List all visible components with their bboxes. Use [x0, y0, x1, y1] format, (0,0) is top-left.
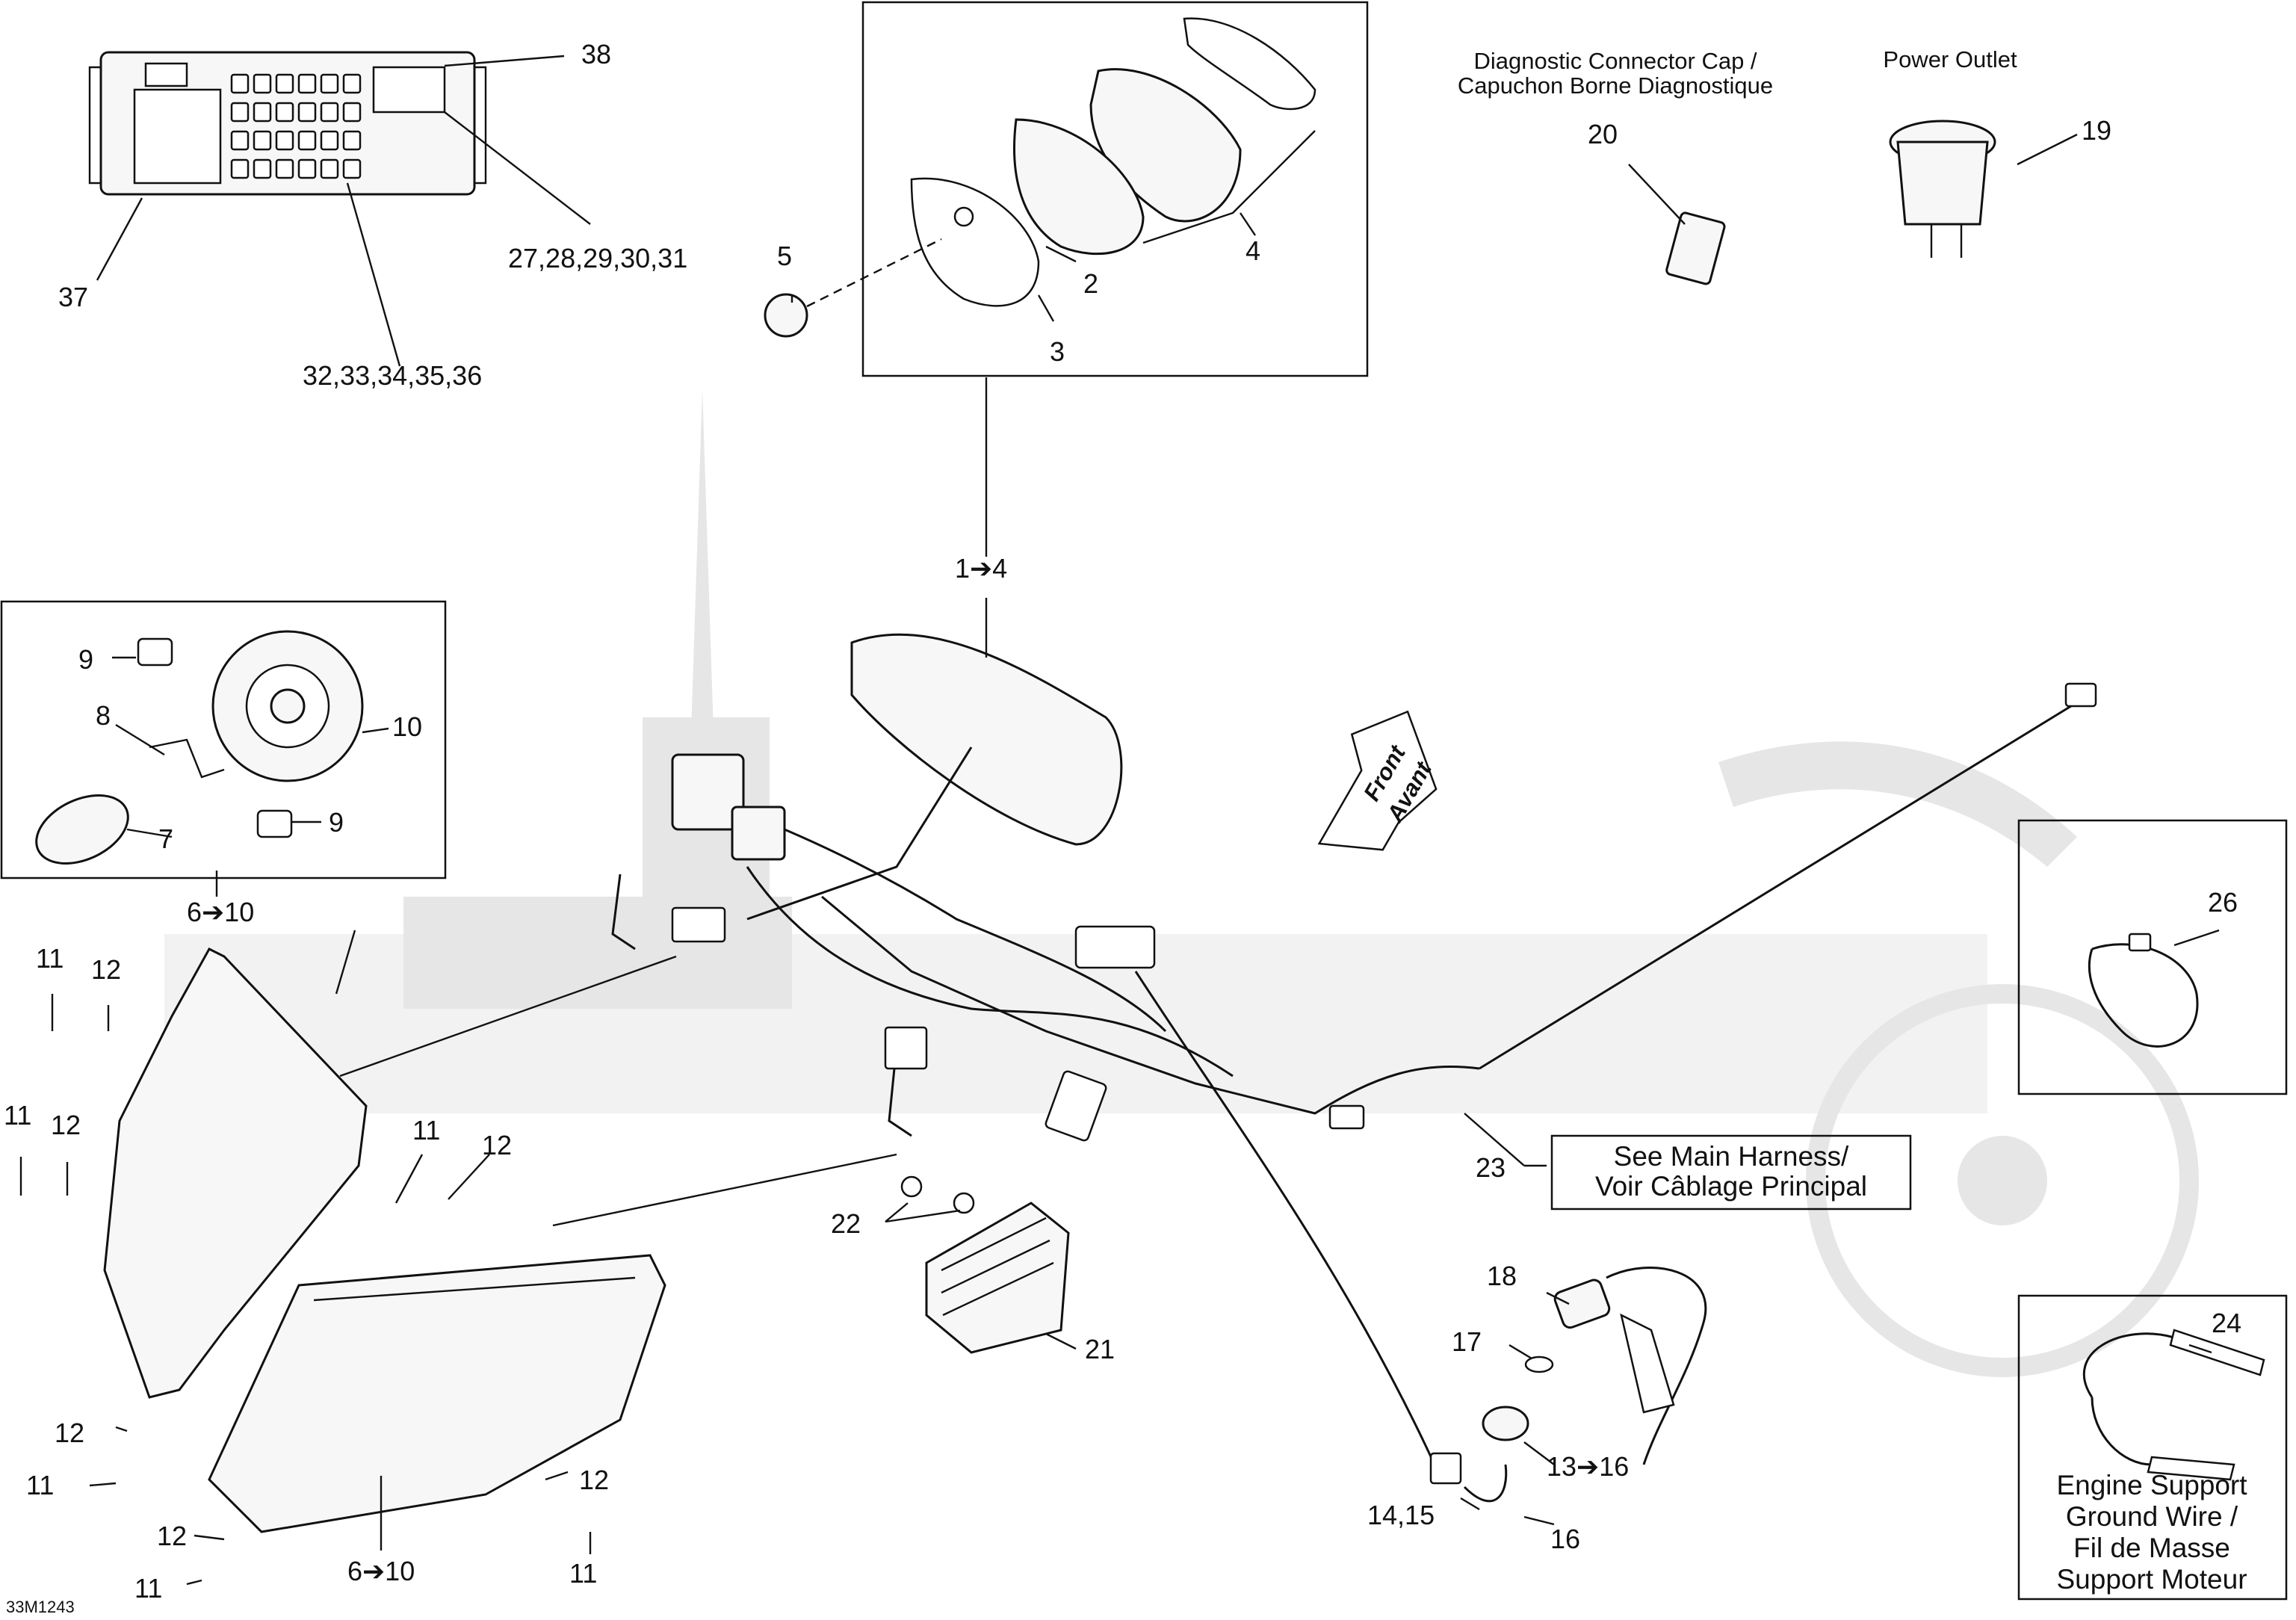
gauge-box [764, 1, 1369, 377]
leader-lines [19, 55, 2220, 1586]
label-11-d: 11 [26, 1470, 54, 1500]
label-11-f: 11 [569, 1558, 597, 1589]
label-11-a: 11 [36, 943, 64, 974]
main-harness-note-line2: Voir Câblage Principal [1595, 1171, 1867, 1202]
ground-wire-note-line2: Ground Wire / [2066, 1501, 2238, 1532]
fuse [253, 158, 272, 179]
fuse [342, 102, 362, 123]
label-6-10-bottom: 6➔10 [347, 1556, 415, 1586]
headlight-left [103, 947, 368, 1399]
ground-wire-note-line4: Support Moteur [2056, 1564, 2247, 1595]
ground-wire-note-line1: Engine Support [2056, 1470, 2247, 1500]
main-harness-note-frame [1550, 1134, 1912, 1211]
label-13-16: 13➔16 [1547, 1451, 1629, 1482]
fuse [275, 102, 294, 123]
part-labels: 38 27,28,29,30,31 37 32,33,34,35,36 5 2 … [4, 39, 2241, 1604]
notes: Diagnostic Connector Cap / Capuchon Born… [6, 46, 2247, 1616]
label-11-c: 11 [412, 1115, 440, 1146]
fuse [275, 130, 294, 151]
label-24: 24 [2212, 1308, 2241, 1338]
fuse [230, 73, 250, 94]
label-1-4: 1➔4 [955, 553, 1007, 584]
label-8: 8 [96, 700, 111, 731]
fuse [230, 130, 250, 151]
ground-wire-note-line3: Fil de Masse [2073, 1533, 2230, 1563]
fuse [342, 158, 362, 179]
wiring-harness [611, 682, 2097, 1142]
fuse [230, 158, 250, 179]
label-10: 10 [392, 711, 422, 742]
headlight-detail-box [0, 600, 447, 879]
fuse [320, 102, 339, 123]
label-21: 21 [1085, 1334, 1115, 1364]
label-12-d: 12 [55, 1418, 84, 1448]
fuse [342, 73, 362, 94]
fuse [253, 73, 272, 94]
fuse [342, 130, 362, 151]
fuse [320, 130, 339, 151]
power-outlet-note: Power Outlet [1883, 46, 2017, 72]
diagnostic-cap [1665, 211, 1726, 285]
strap-box [2017, 819, 2288, 1095]
label-6-10-top: 6➔10 [187, 897, 254, 927]
label-12-f: 12 [157, 1521, 187, 1551]
front-arrow [1317, 710, 1438, 851]
label-37: 37 [58, 282, 88, 312]
label-32-36: 32,33,34,35,36 [303, 360, 482, 391]
label-2: 2 [1083, 268, 1098, 299]
ground-wire-box [2017, 1294, 2288, 1601]
fuse [297, 130, 317, 151]
fuse [320, 158, 339, 179]
label-3: 3 [1050, 336, 1065, 367]
diagnostic-cap-note-line1: Diagnostic Connector Cap / [1473, 48, 1757, 74]
watermark [164, 389, 2199, 1377]
label-18: 18 [1487, 1261, 1517, 1291]
diagnostic-cap-note-line2: Capuchon Borne Diagnostique [1458, 72, 1773, 99]
label-26: 26 [2208, 887, 2238, 918]
power-outlet [1889, 120, 1996, 258]
voltage-regulator [900, 1175, 1070, 1354]
fuse [297, 158, 317, 179]
fuse [297, 73, 317, 94]
fuse [297, 102, 317, 123]
label-4: 4 [1246, 235, 1260, 266]
label-9-bottom: 9 [329, 807, 344, 838]
gauge-cluster-assembly [746, 633, 1123, 921]
diagram-code: 33M1243 [6, 1598, 75, 1616]
label-23: 23 [1476, 1152, 1506, 1183]
label-22: 22 [831, 1208, 861, 1239]
main-harness-note-line1: See Main Harness/ [1614, 1141, 1849, 1172]
label-12-c: 12 [482, 1130, 512, 1160]
tether-switch [1134, 971, 1707, 1503]
fuse [230, 102, 250, 123]
headlight-right [208, 1254, 666, 1533]
label-27-31: 27,28,29,30,31 [508, 243, 687, 273]
label-11-b: 11 [4, 1100, 31, 1131]
label-12-b: 12 [51, 1110, 81, 1140]
fuse [275, 73, 294, 94]
label-19: 19 [2082, 115, 2111, 146]
label-12-a: 12 [91, 954, 121, 985]
fuse-box [88, 51, 487, 196]
label-12-e: 12 [579, 1465, 609, 1495]
label-16: 16 [1550, 1524, 1580, 1554]
label-7: 7 [158, 823, 173, 854]
label-17: 17 [1452, 1326, 1482, 1357]
label-11-e: 11 [134, 1573, 162, 1604]
fuse [320, 73, 339, 94]
label-9-top: 9 [78, 644, 93, 675]
fuse [253, 130, 272, 151]
label-5: 5 [777, 241, 792, 271]
label-38: 38 [581, 39, 611, 69]
label-14-15: 14,15 [1367, 1500, 1435, 1530]
fuse [275, 158, 294, 179]
label-20: 20 [1588, 119, 1618, 149]
fuse [253, 102, 272, 123]
